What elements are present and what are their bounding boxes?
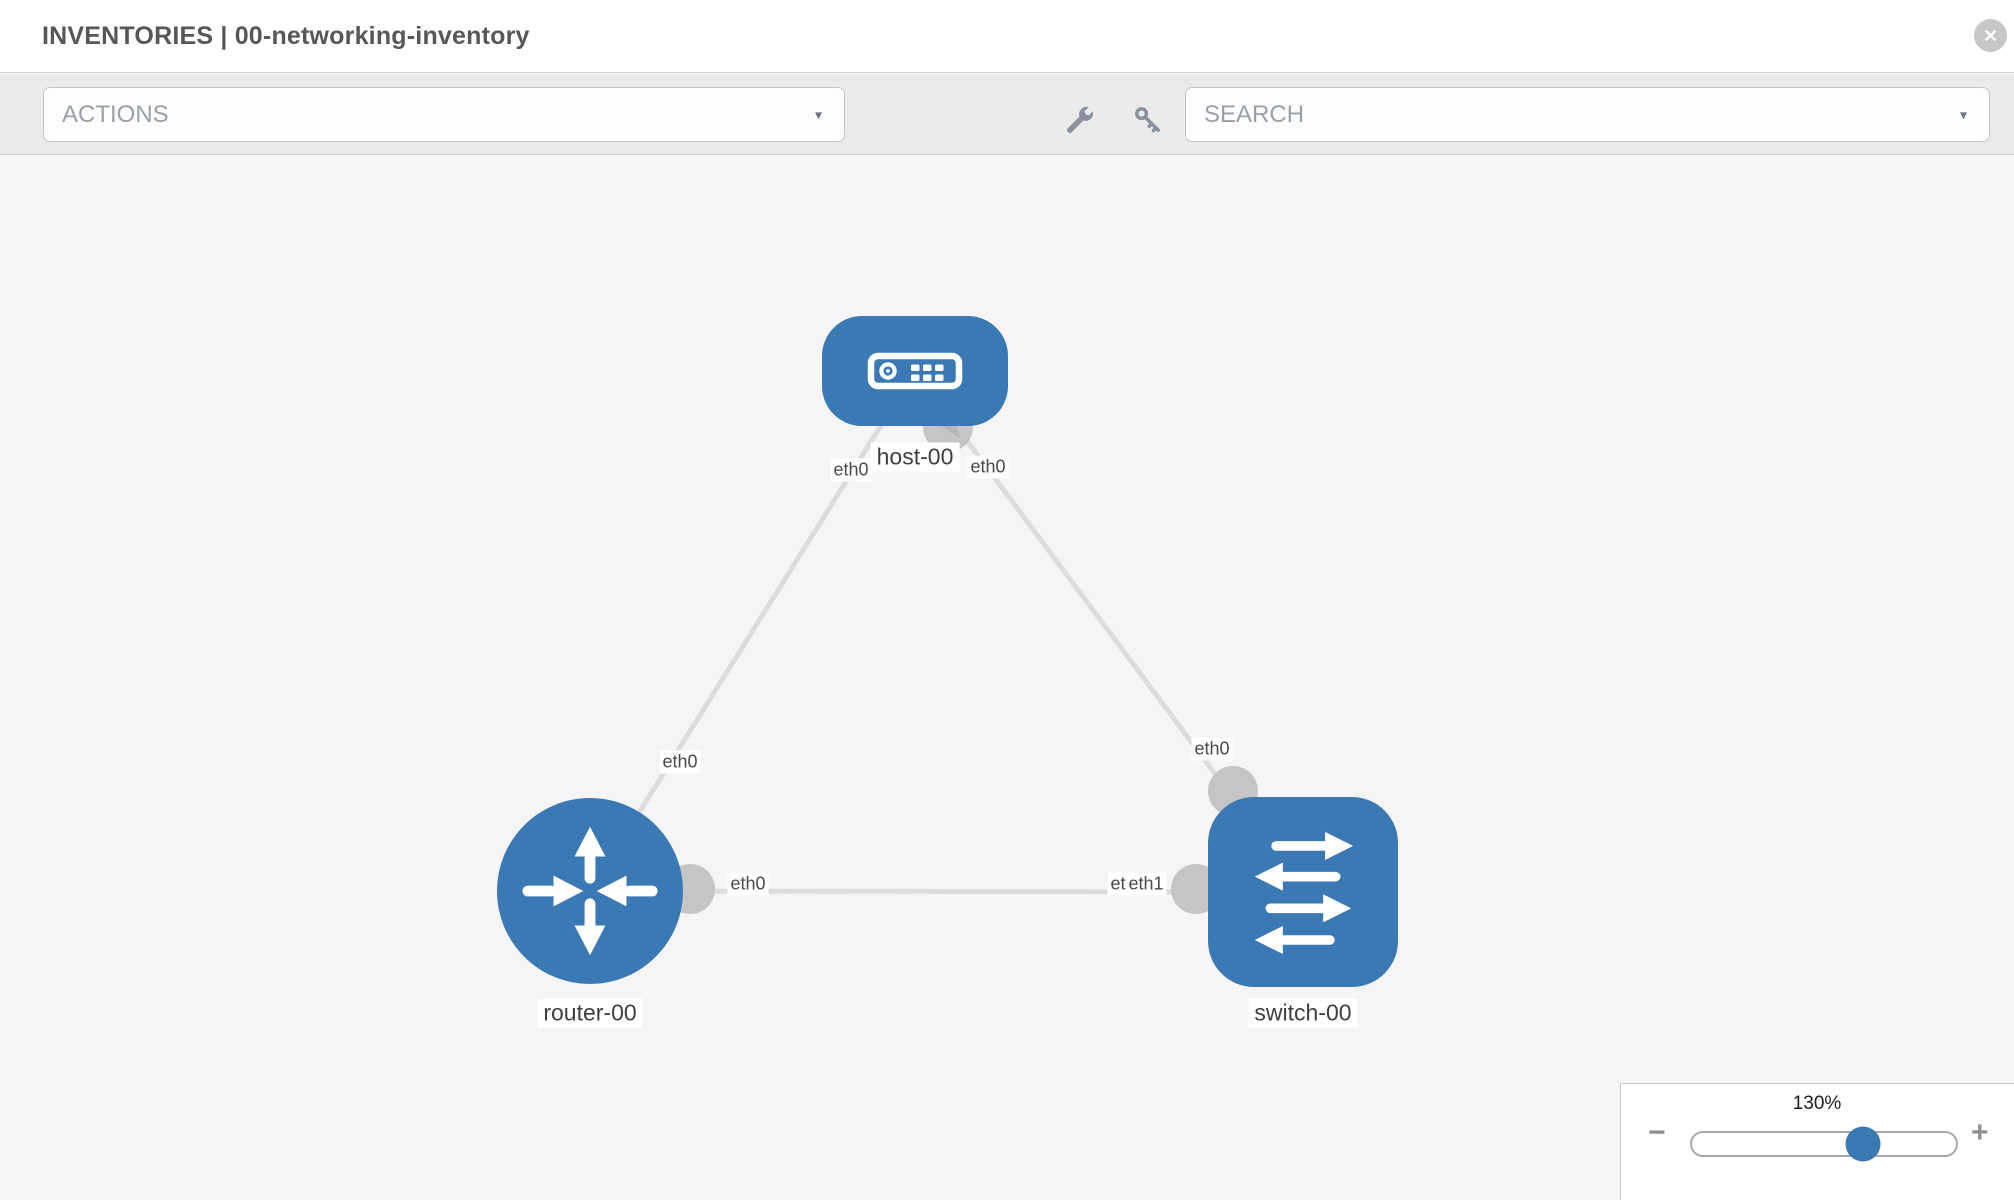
router-icon xyxy=(522,826,658,956)
zoom-out-button[interactable]: − xyxy=(1648,1116,1666,1149)
header-bar: INVENTORIES | 00-networking-inventory ✕ xyxy=(0,0,2014,73)
zoom-slider-track[interactable] xyxy=(1690,1126,1958,1162)
zoom-percentage: 130% xyxy=(1792,1093,1842,1114)
node-label-router-00: router-00 xyxy=(537,998,643,1028)
search-box: ▾ xyxy=(1185,87,1990,142)
switch-icon xyxy=(1254,831,1354,955)
search-input[interactable] xyxy=(1186,88,1989,141)
node-host-00[interactable] xyxy=(822,316,1008,426)
node-router-00[interactable] xyxy=(497,798,683,984)
close-icon: ✕ xyxy=(1982,25,1999,46)
topology-canvas[interactable]: host-00 router-00 switch-00 eth0 eth0 eth0 e… xyxy=(0,156,2014,1200)
interface-label: eth0 xyxy=(727,872,769,896)
interface-label: eth0 xyxy=(967,455,1009,479)
interface-label: eth0 xyxy=(659,750,701,774)
interface-label: eth0 xyxy=(830,458,872,482)
credentials-button[interactable] xyxy=(1126,98,1170,142)
interface-label: eth0 xyxy=(1191,737,1233,761)
actions-dropdown-label: ACTIONS xyxy=(62,100,169,128)
tools-button[interactable] xyxy=(1058,98,1102,142)
interface-label: eth1 xyxy=(1125,872,1167,896)
node-switch-00[interactable] xyxy=(1208,797,1398,987)
node-label-host-00: host-00 xyxy=(870,442,960,472)
host-icon xyxy=(867,352,963,390)
node-label-switch-00: switch-00 xyxy=(1248,998,1358,1028)
search-chevron-down-icon[interactable]: ▾ xyxy=(1959,106,1967,122)
key-icon xyxy=(1135,107,1160,133)
wrench-icon xyxy=(1066,106,1094,134)
close-button[interactable]: ✕ xyxy=(1974,19,2007,52)
zoom-in-button[interactable]: + xyxy=(1971,1116,1989,1149)
page-title: INVENTORIES | 00-networking-inventory xyxy=(42,21,530,50)
toolbar: ACTIONS ▾ ▾ xyxy=(0,74,2014,155)
actions-dropdown[interactable]: ACTIONS ▾ xyxy=(43,87,845,142)
zoom-slider-thumb[interactable] xyxy=(1845,1126,1881,1162)
chevron-down-icon: ▾ xyxy=(814,106,822,122)
edge-router-00-host-00 xyxy=(587,369,918,893)
